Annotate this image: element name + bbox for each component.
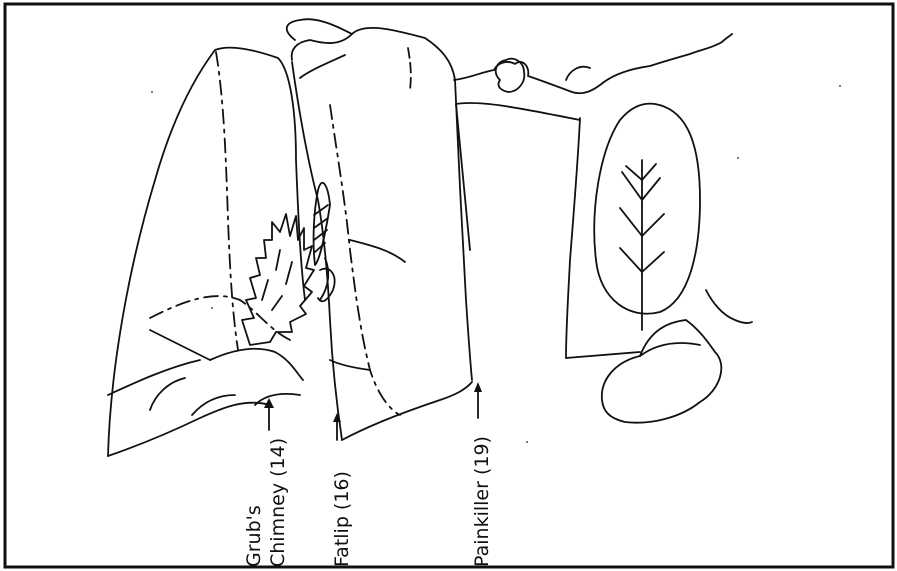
label-painkiller: Painkiller (19) (471, 436, 493, 567)
small-marks (151, 85, 841, 443)
oval-tree (594, 104, 700, 330)
left-boulder (108, 48, 305, 456)
label-fatlip: Fatlip (16) (331, 471, 353, 567)
route-arrow-grubs-chimney (264, 398, 274, 430)
route-arrow-painkiller (474, 382, 482, 418)
tree-canopy (454, 34, 732, 93)
rear-wall (456, 103, 640, 358)
small-rock (602, 320, 722, 423)
right-edge-curve (706, 290, 752, 323)
label-grubs-chimney-line2: Chimney (14) (267, 438, 289, 567)
label-grubs-chimney-line1: Grub's (243, 505, 265, 567)
diagram-border (5, 4, 893, 567)
